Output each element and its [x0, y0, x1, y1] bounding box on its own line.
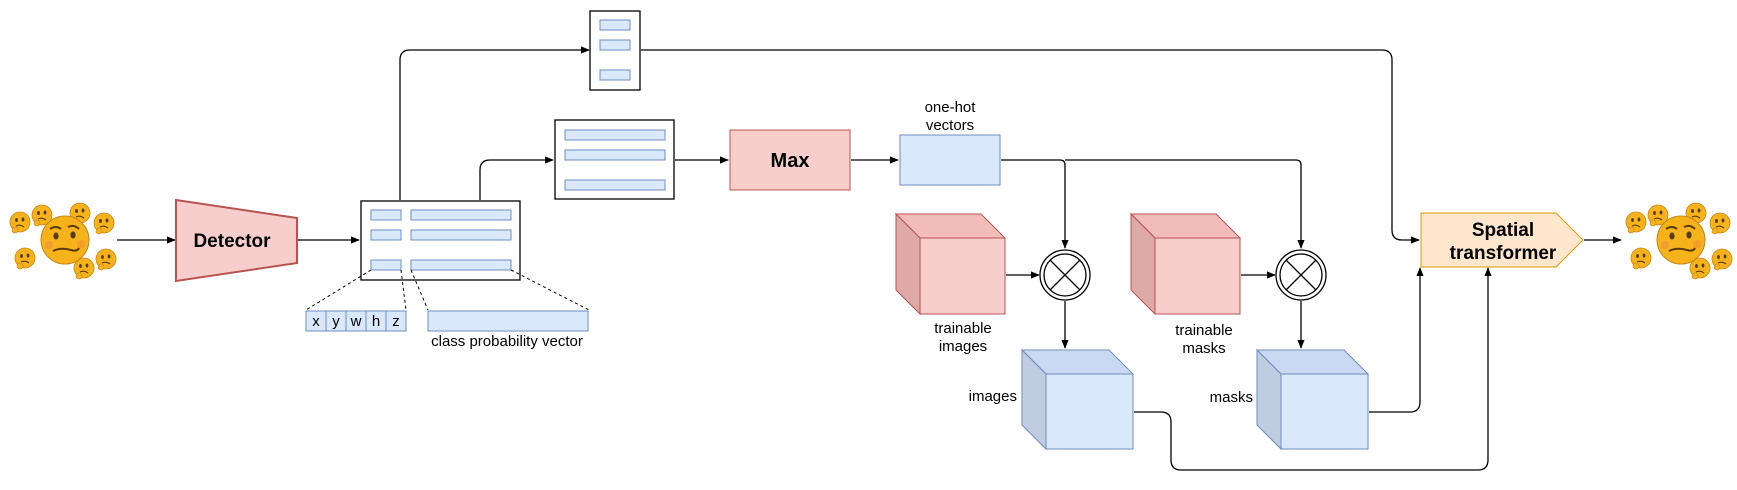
edge-onehot-mult2	[1065, 159, 1305, 249]
class-matrix-node	[554, 119, 675, 200]
edge-box-top-vector	[399, 46, 590, 200]
detector-label: Detector	[193, 231, 271, 252]
max-label: Max	[771, 150, 810, 172]
one-hot-label-line2: vectors	[926, 117, 974, 134]
images-cube: images	[969, 348, 1135, 451]
box-vector-node	[589, 10, 641, 91]
field-h: h	[372, 313, 380, 330]
max-node: Max	[729, 129, 851, 191]
trainable-masks-label-line1: trainable	[1175, 322, 1233, 339]
masks-label: masks	[1210, 389, 1253, 406]
trainable-masks-cube: trainable masks	[1129, 212, 1242, 357]
field-z: z	[392, 313, 400, 330]
edge-masks-st	[1369, 267, 1424, 413]
edge-box-class-matrix	[479, 156, 554, 200]
trainable-images-cube: trainable images	[894, 212, 1007, 355]
field-x: x	[312, 313, 320, 330]
input-thinking-face-icon	[10, 203, 116, 279]
zoom-guides	[305, 269, 590, 311]
one-hot-label-line1: one-hot	[925, 99, 977, 116]
class-probability-vector-label: class probability vector	[431, 333, 583, 350]
edge-images-st	[1134, 267, 1492, 471]
images-label: images	[969, 388, 1017, 405]
box-fields: x y w h z	[305, 310, 407, 332]
multiply-icon-2	[1275, 249, 1327, 301]
detector-node: Detector	[175, 198, 298, 283]
trainable-images-label-line2: images	[939, 338, 987, 355]
edge-top-vector-st	[641, 49, 1420, 244]
trainable-masks-label-line2: masks	[1182, 340, 1225, 357]
spatial-transformer-label-line1: Spatial	[1472, 220, 1534, 241]
trainable-images-label-line1: trainable	[934, 320, 992, 337]
output-thinking-face-icon	[1626, 203, 1732, 279]
multiply-icon-1	[1039, 249, 1091, 301]
edges	[117, 46, 1622, 471]
field-w: w	[350, 313, 362, 330]
masks-cube: masks	[1210, 348, 1370, 451]
detection-box	[360, 200, 521, 281]
one-hot-node: one-hot vectors	[899, 99, 1001, 186]
edge-onehot-mult1	[1001, 159, 1069, 249]
spatial-transformer-label-line2: transformer	[1450, 243, 1557, 264]
class-probability-vector: class probability vector	[427, 310, 589, 350]
field-y: y	[332, 313, 340, 330]
spatial-transformer-node: Spatial transformer	[1420, 212, 1584, 268]
